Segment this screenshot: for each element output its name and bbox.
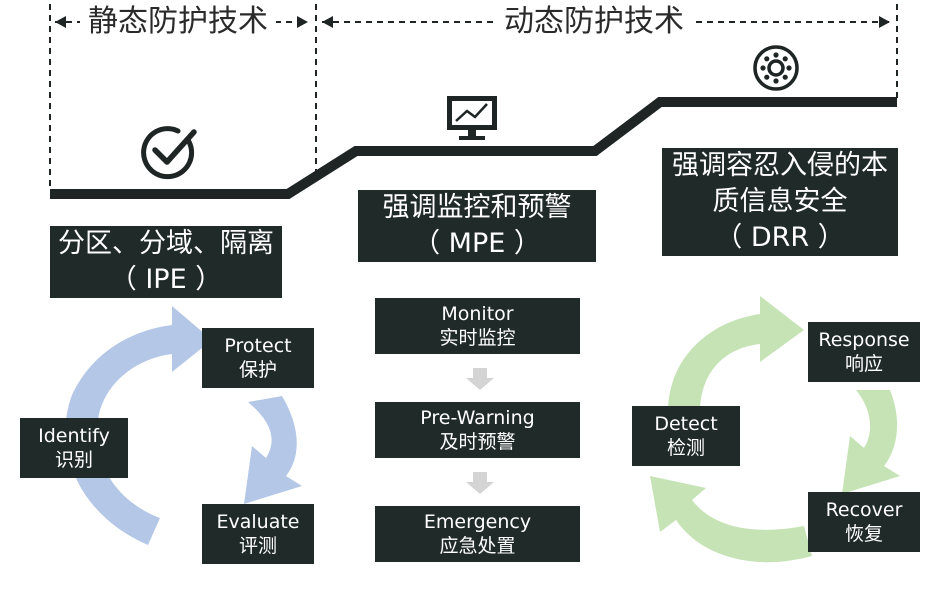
protect-zh: 保护	[238, 359, 277, 381]
dynamic-protection-label: 动态防护技术	[496, 0, 692, 44]
emergency-zh: 应急处置	[439, 535, 516, 557]
recover-zh: 恢复	[844, 523, 883, 545]
mpe-title-line2: （ MPE ）	[413, 228, 541, 259]
drr-recover-node: Recover 恢复	[808, 492, 920, 552]
emergency-en: Emergency	[423, 511, 532, 533]
evaluate-zh: 评测	[238, 535, 277, 557]
drr-response-node: Response 响应	[808, 322, 920, 382]
prewarning-zh: 及时预警	[439, 431, 516, 453]
recover-en: Recover	[825, 499, 903, 521]
check-circle-icon	[141, 126, 197, 180]
drr-detect-node: Detect 检测	[632, 406, 740, 466]
ipe-evaluate-node: Evaluate 评测	[202, 504, 314, 564]
prewarning-en: Pre-Warning	[420, 407, 535, 429]
response-zh: 响应	[844, 353, 883, 375]
monitor-zh: 实时监控	[439, 327, 516, 349]
static-protection-label: 静态防护技术	[80, 0, 276, 44]
monitor-chart-icon	[447, 96, 497, 140]
ipe-title-line2: （ IPE ）	[109, 264, 223, 295]
ipe-cycle-arrows	[65, 306, 302, 545]
protect-en: Protect	[224, 335, 292, 357]
identify-en: Identify	[38, 425, 110, 447]
gear-cog-icon	[753, 45, 799, 91]
response-en: Response	[818, 329, 910, 351]
drr-title-line2: 质信息安全	[712, 186, 848, 217]
step-line	[50, 97, 897, 199]
identify-zh: 识别	[54, 449, 93, 471]
ipe-title-box: 分区、分域、隔离 （ IPE ）	[50, 226, 282, 298]
drr-cycle-arrows	[650, 296, 900, 563]
mpe-title-box: 强调监控和预警 （ MPE ）	[358, 190, 596, 262]
mpe-title-line1: 强调监控和预警	[382, 192, 572, 223]
drr-title-box: 强调容忍入侵的本 质信息安全 （ DRR ）	[662, 148, 898, 256]
detect-en: Detect	[654, 413, 718, 435]
drr-title-line1: 强调容忍入侵的本	[672, 150, 888, 181]
mpe-monitor-node: Monitor 实时监控	[375, 298, 580, 354]
ipe-protect-node: Protect 保护	[202, 328, 314, 388]
mpe-emergency-node: Emergency 应急处置	[375, 506, 580, 562]
drr-title-line3: （ DRR ）	[715, 222, 845, 253]
ipe-title-line1: 分区、分域、隔离	[58, 228, 274, 259]
evaluate-en: Evaluate	[216, 511, 300, 533]
ipe-identify-node: Identify 识别	[20, 418, 128, 478]
section-dividers	[49, 4, 898, 190]
monitor-en: Monitor	[441, 303, 514, 325]
detect-zh: 检测	[666, 437, 705, 459]
mpe-prewarning-node: Pre-Warning 及时预警	[375, 402, 580, 458]
mpe-flow-arrows	[466, 368, 494, 494]
